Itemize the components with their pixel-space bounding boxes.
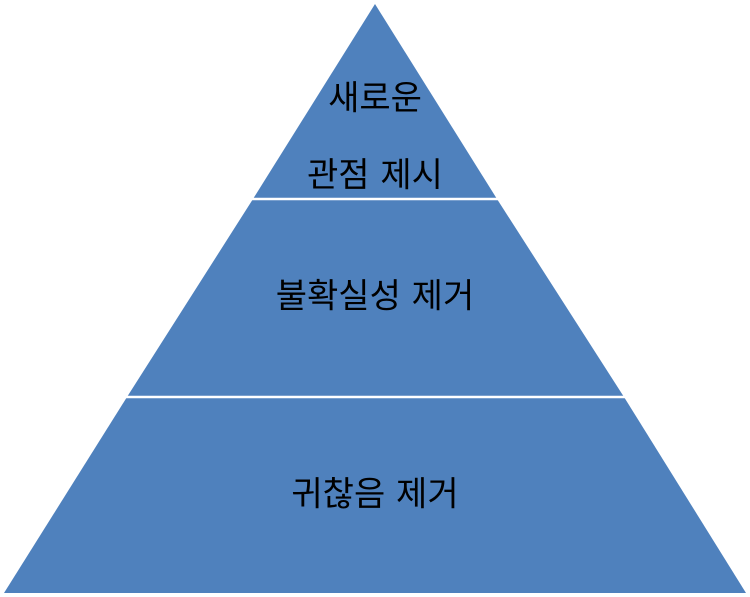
tier-top-label-line-2: 관점 제시 <box>307 156 443 196</box>
pyramid-tier-bottom <box>4 397 746 593</box>
tier-middle-label: 불확실성 제거 <box>276 277 475 317</box>
tier-bottom-label: 귀찮음 제거 <box>291 475 458 515</box>
pyramid-tier-middle <box>127 199 624 397</box>
tier-top-label-line-1: 새로운 <box>328 79 422 119</box>
pyramid-tier-top <box>253 4 497 199</box>
